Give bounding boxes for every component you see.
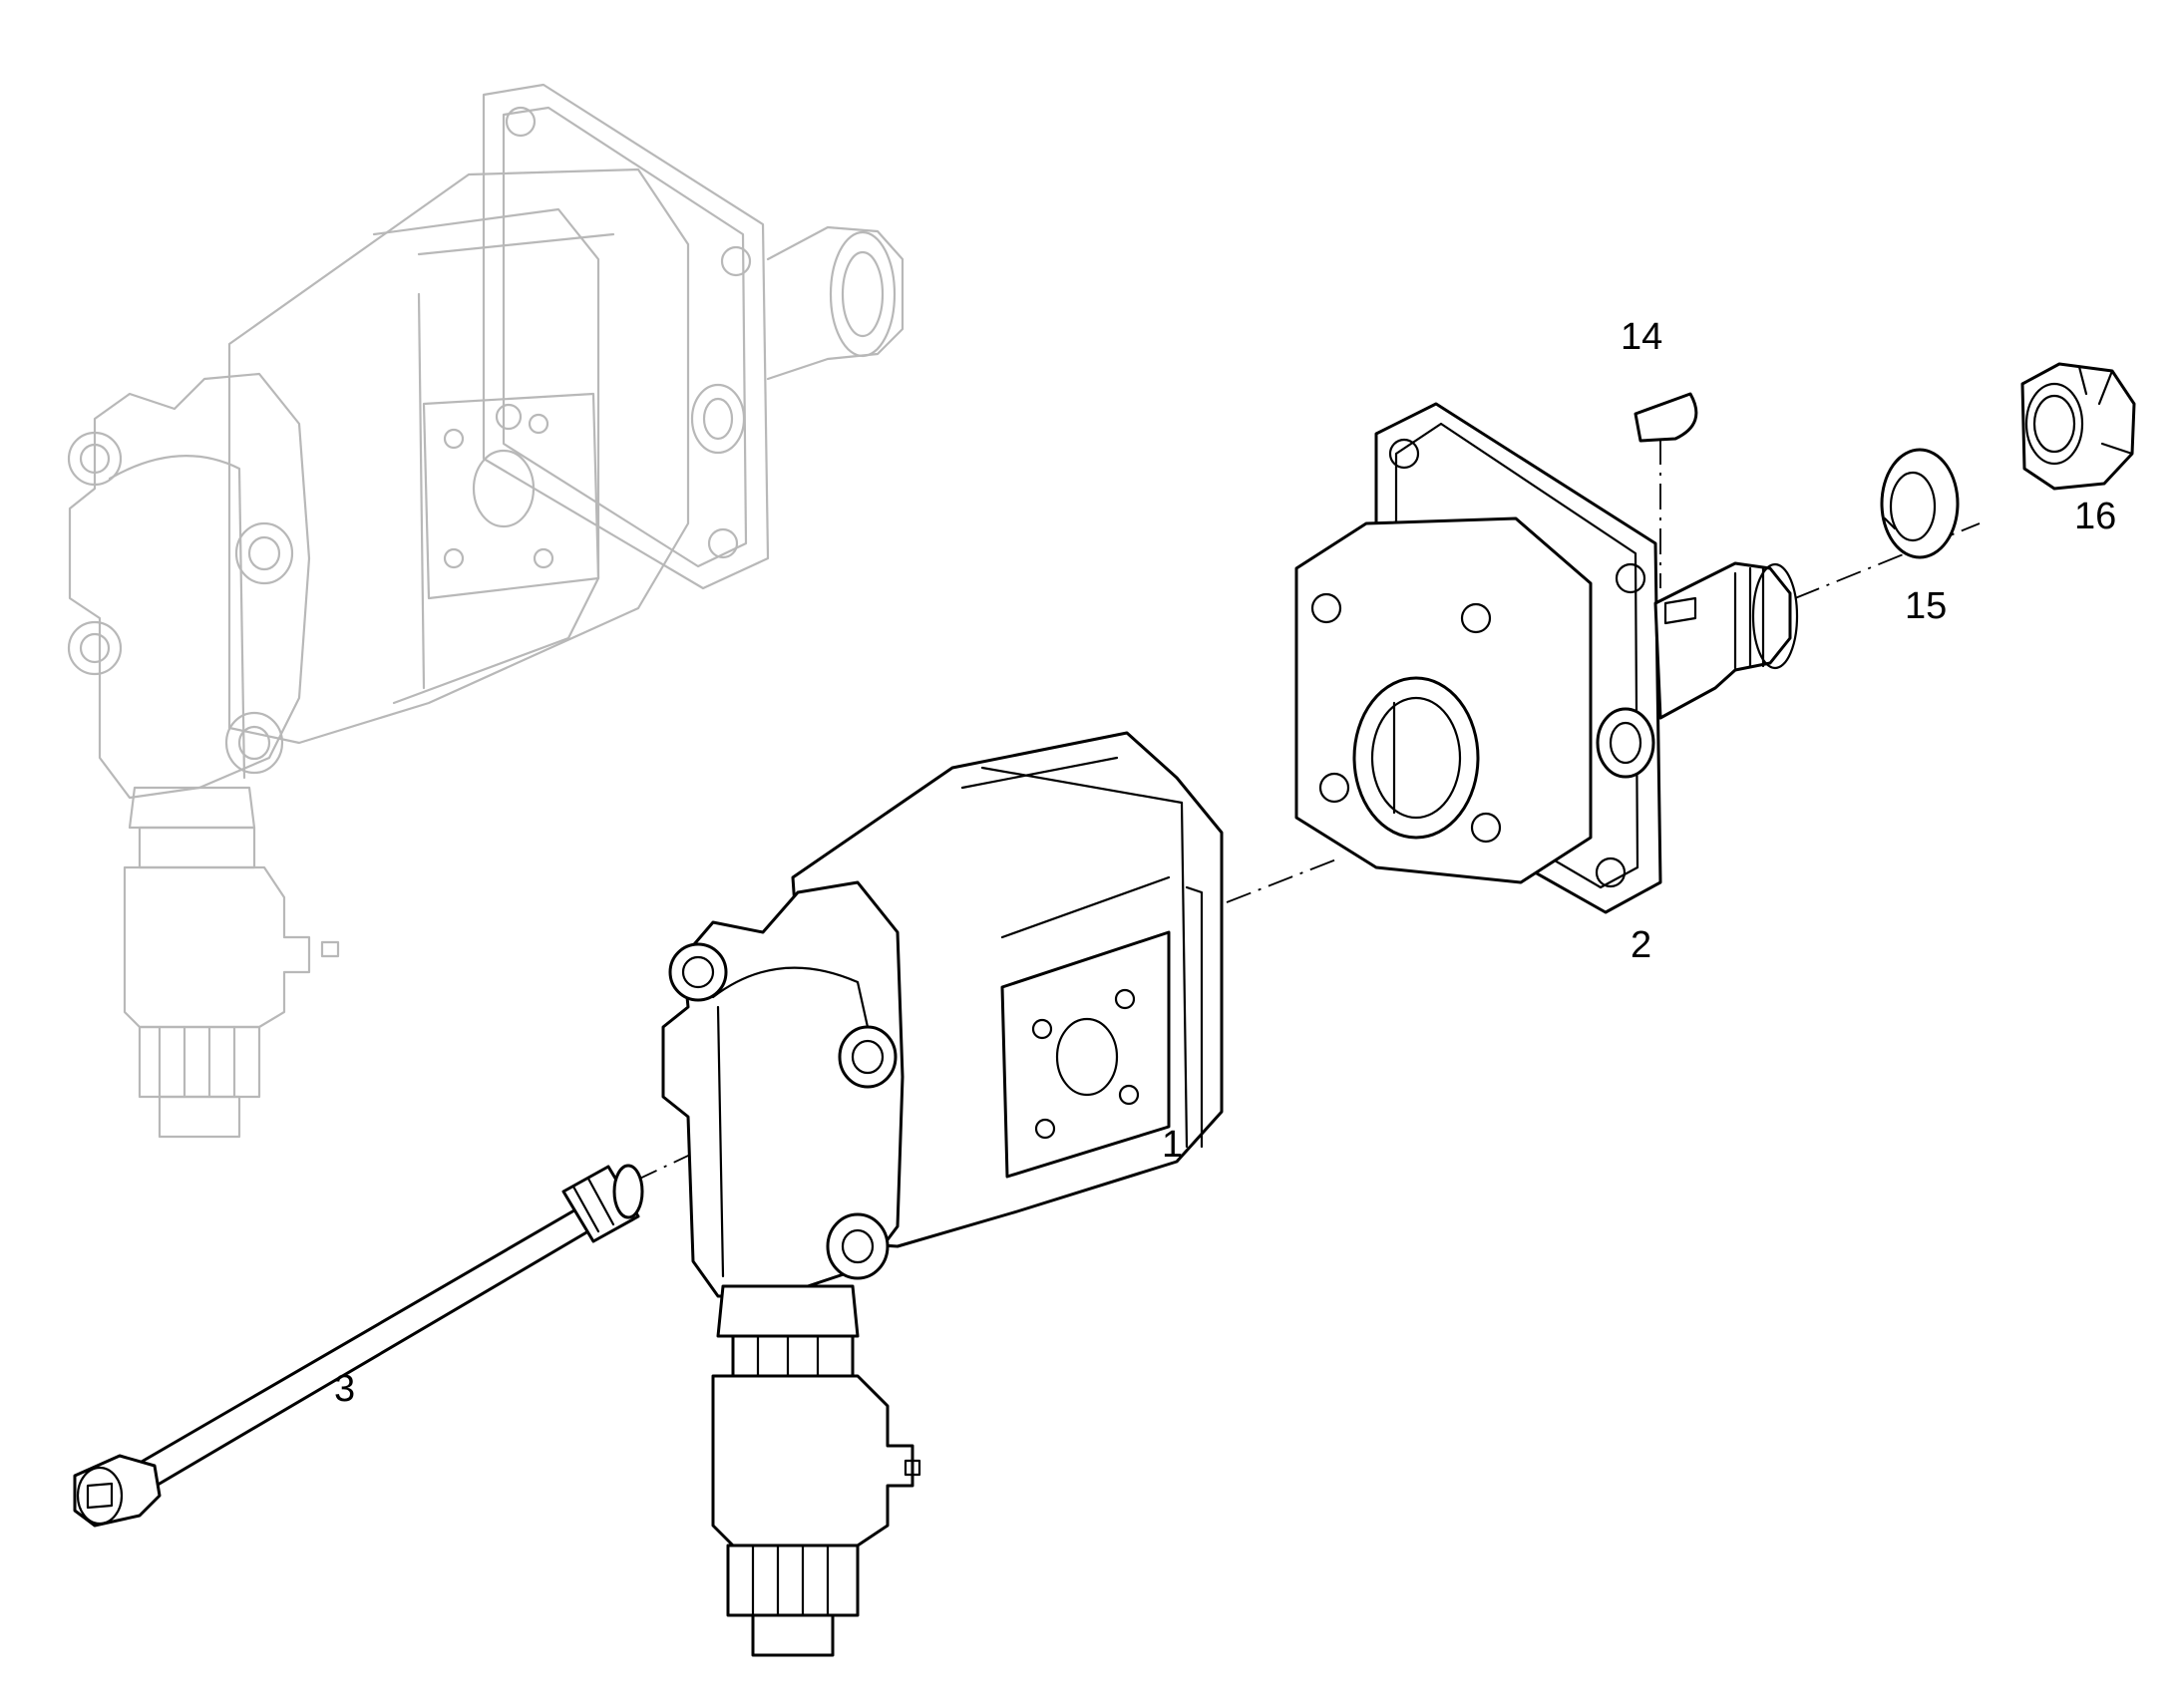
part-2-flange: [1294, 402, 1799, 914]
part-1-pump-body: [661, 731, 1224, 1657]
callout-14: 14: [1621, 316, 1662, 358]
callout-15: 15: [1905, 585, 1947, 627]
callout-1: 1: [1162, 1124, 1183, 1166]
callout-16: 16: [2074, 496, 2116, 537]
part-16-hex-nut: [2020, 362, 2136, 491]
callout-2: 2: [1631, 924, 1651, 966]
part-15-washer: [1880, 448, 1960, 559]
callout-labels: 1 2 3 14 15 16: [334, 316, 2116, 1410]
callout-3: 3: [334, 1368, 355, 1410]
reference-assembly-ghost: [67, 83, 905, 1139]
part-14-woodruff-key: [1634, 392, 1698, 443]
part-3-bolt: [73, 1164, 644, 1528]
